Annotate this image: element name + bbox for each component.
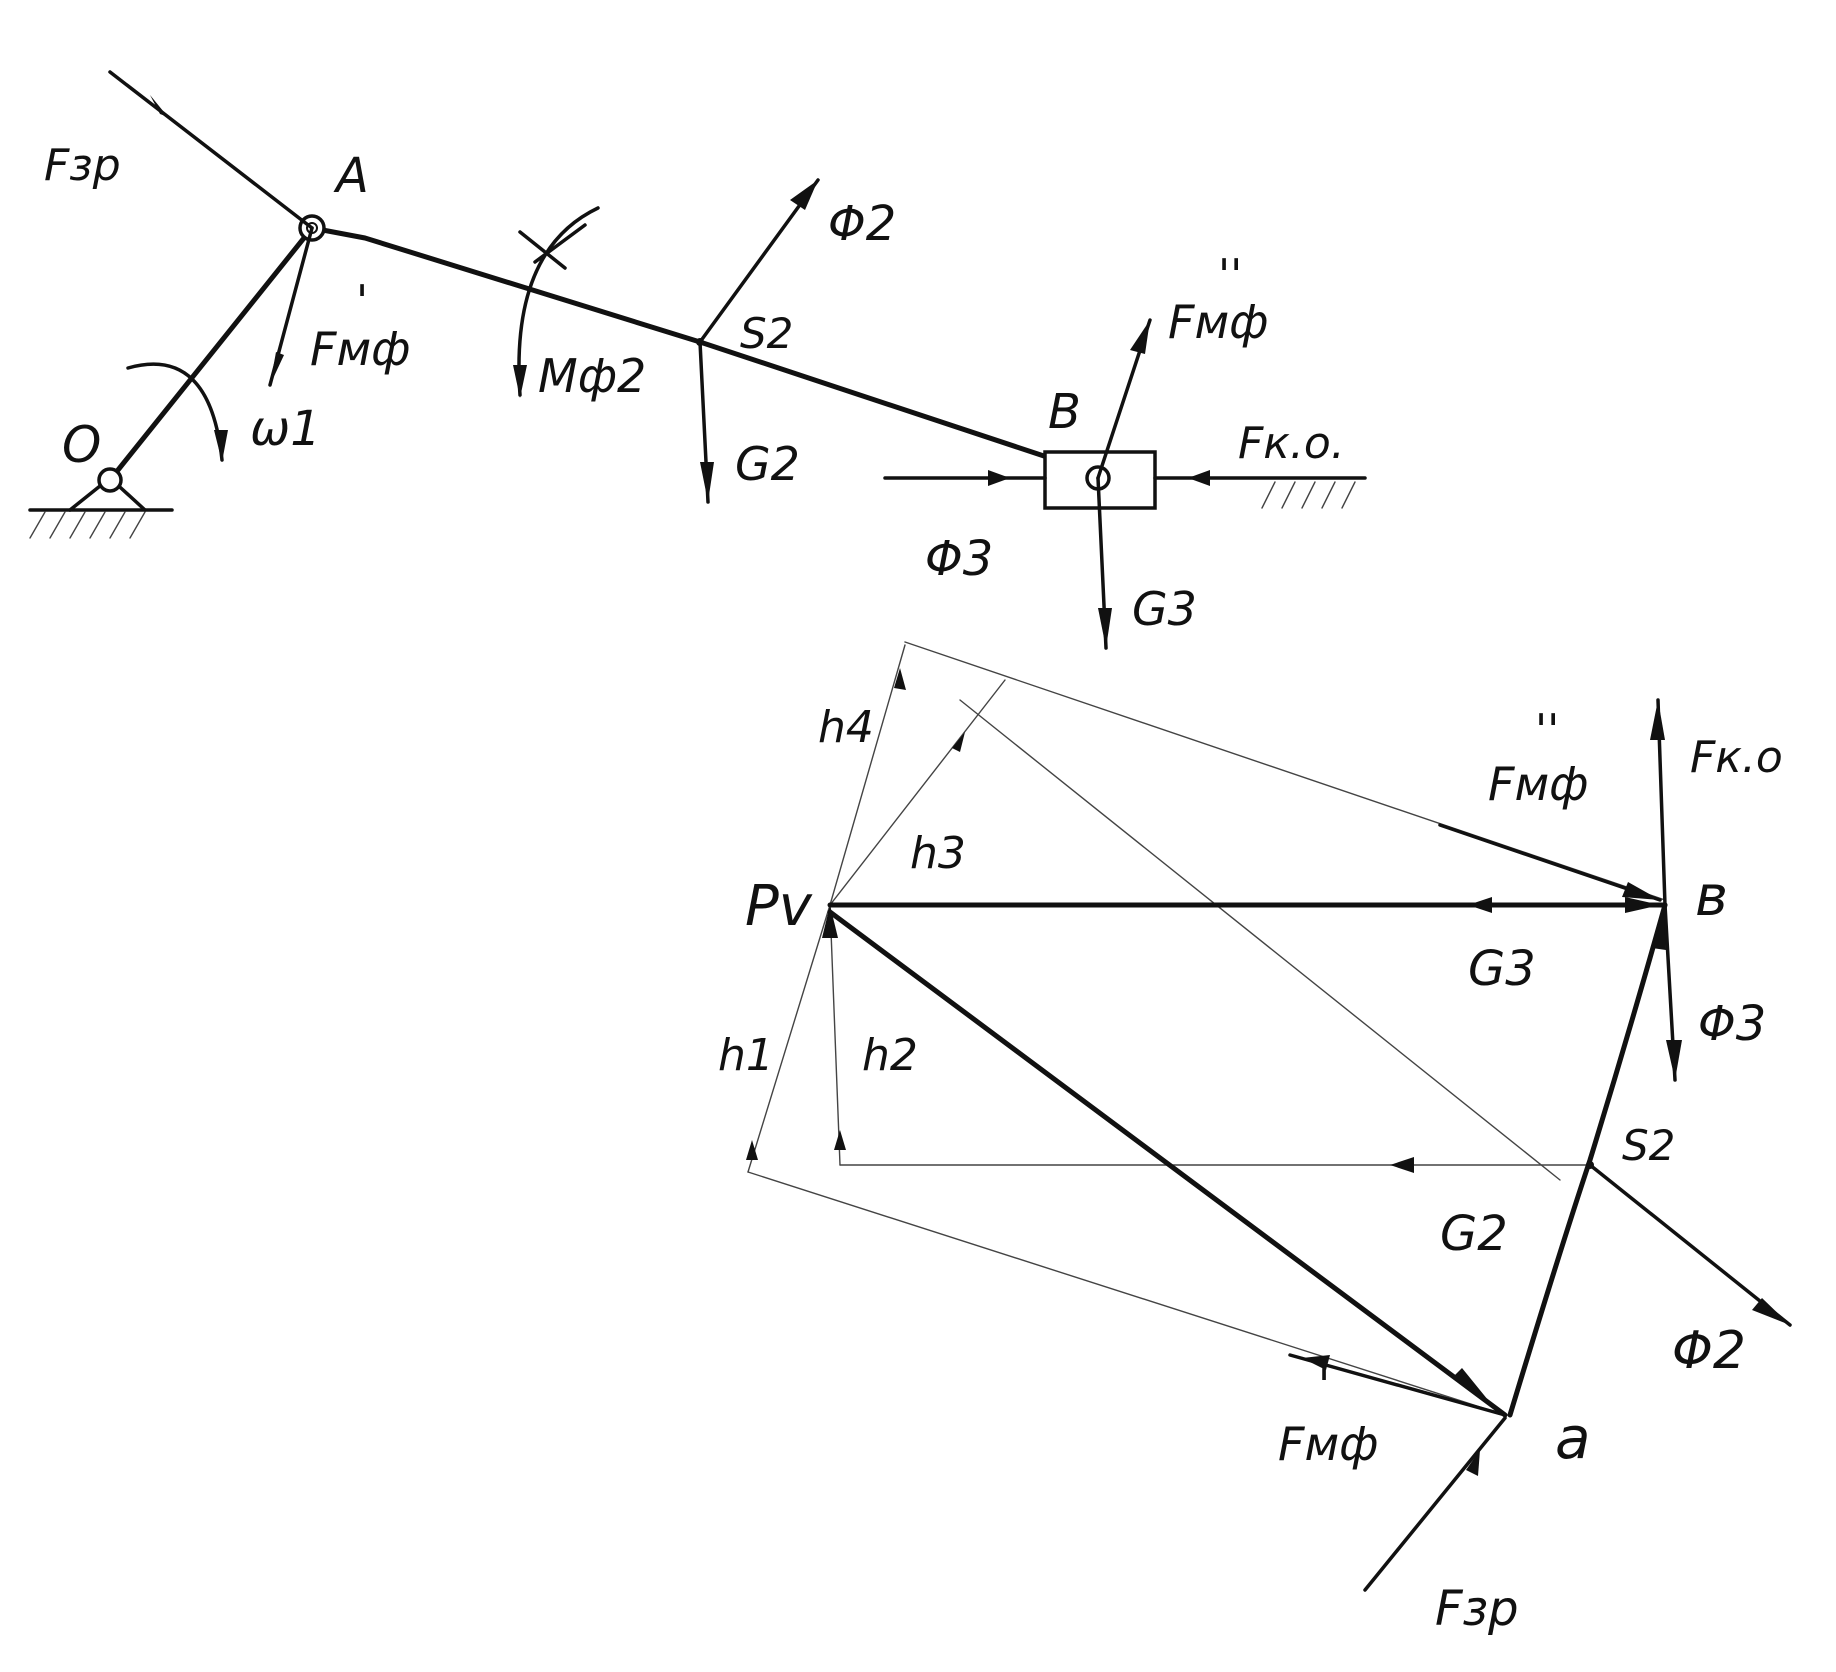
arm-h4 xyxy=(829,644,906,906)
mechanism: O A B Fзр Fмф ' ω1 Mф2 Φ2 S2 G2 Fмф '' F… xyxy=(28,70,1367,650)
force-g2-arrow xyxy=(700,462,714,502)
lever-force-phi2-arrow xyxy=(1752,1298,1790,1325)
moment-m-f2-arc xyxy=(517,206,600,397)
joint-o xyxy=(97,467,123,493)
ground-support-o xyxy=(28,476,174,539)
arm-line-phi2 xyxy=(959,699,1561,1181)
lever-force-phi2-line xyxy=(1588,1163,1792,1327)
force-f-ko-arrow xyxy=(1188,470,1210,486)
lever-label-h2: h2 xyxy=(862,1030,918,1081)
crank-oa xyxy=(107,225,315,483)
lever-force-f-ko-arrow xyxy=(1650,700,1665,740)
lever-label-f-mf-prime-mark: ' xyxy=(1318,1360,1330,1411)
label-omega1: ω1 xyxy=(250,401,321,457)
label-point-b: B xyxy=(1048,384,1081,440)
ground-guide-b xyxy=(1261,481,1356,509)
lever-force-f-mf-prime-arrow xyxy=(1302,1355,1330,1370)
label-phi2: Φ2 xyxy=(828,196,896,252)
lever-label-a: a xyxy=(1555,1404,1591,1472)
label-m-f2: Mф2 xyxy=(538,349,646,403)
lever-label-f-mf-prime: Fмф xyxy=(1278,1417,1379,1471)
arm-h2 xyxy=(829,904,841,1166)
lever-label-f-mf-dprime: Fмф xyxy=(1488,757,1589,811)
label-f-ko: Fк.о. xyxy=(1238,418,1345,469)
label-f-zr: Fзр xyxy=(44,140,121,191)
label-f-mf-prime: Fмф xyxy=(310,322,411,376)
force-f-mf-prime-arrow xyxy=(270,352,284,385)
lever-pv-a xyxy=(827,909,1508,1418)
lever-force-f-zr-line xyxy=(1363,1416,1507,1592)
label-point-a: A xyxy=(333,148,369,204)
lever-label-pv: Pv xyxy=(745,874,813,939)
force-f-zr-line xyxy=(108,70,314,230)
lever-label-phi3: Φ3 xyxy=(1698,996,1766,1052)
velocity-lever: Pv a в S2 h1 h2 h3 h4 Fмф '' Fк.о G3 Φ3 … xyxy=(718,641,1792,1637)
lever-label-phi2: Φ2 xyxy=(1672,1321,1746,1381)
lever-label-g3: G3 xyxy=(1468,941,1536,997)
lever-label-s2: S2 xyxy=(1622,1121,1675,1170)
force-f-mf-dprime-arrow xyxy=(1130,320,1150,354)
label-f-mf-dprime: Fмф xyxy=(1168,295,1269,349)
lever-force-phi3-arrow xyxy=(1666,1040,1682,1080)
lever-force-f-mf-dprime-line xyxy=(1438,823,1662,902)
lever-label-f-zr: Fзр xyxy=(1435,1581,1519,1637)
lever-a-b xyxy=(1507,902,1668,1418)
arm-h1 xyxy=(747,904,831,1173)
label-phi3: Φ3 xyxy=(925,531,993,587)
arm-h3 xyxy=(829,679,1006,906)
label-s2: S2 xyxy=(740,309,793,358)
lever-force-g2-arrow xyxy=(1390,1157,1414,1173)
lever-force-f-mf-dprime-arrow xyxy=(1622,882,1660,900)
label-f-mf-dprime-mark: '' xyxy=(1218,250,1242,301)
label-g2: G2 xyxy=(735,437,800,491)
arm-line-a-bottom xyxy=(747,1171,1506,1416)
lever-label-h3: h3 xyxy=(910,828,966,879)
force-phi2-line xyxy=(698,178,820,344)
lever-label-h1: h1 xyxy=(718,1030,774,1081)
label-g3: G3 xyxy=(1132,582,1197,636)
force-phi2-arrow xyxy=(790,180,818,210)
lever-label-b: в xyxy=(1695,864,1728,929)
lever-force-g3-arrow xyxy=(1468,897,1492,913)
force-phi3-arrow xyxy=(988,470,1010,486)
lever-label-f-mf-dprime-mark: '' xyxy=(1535,705,1559,756)
lever-label-g2: G2 xyxy=(1440,1206,1508,1262)
force-f-zr-arrow xyxy=(150,95,168,117)
label-point-o: O xyxy=(62,416,101,474)
omega1-arc xyxy=(126,362,224,462)
label-f-mf-prime-mark: ' xyxy=(356,276,368,327)
lever-label-f-ko: Fк.о xyxy=(1690,732,1783,783)
lever-force-f-zr-arrow xyxy=(1466,1450,1480,1476)
force-g3-arrow xyxy=(1098,608,1112,648)
lever-label-h4: h4 xyxy=(818,702,874,753)
